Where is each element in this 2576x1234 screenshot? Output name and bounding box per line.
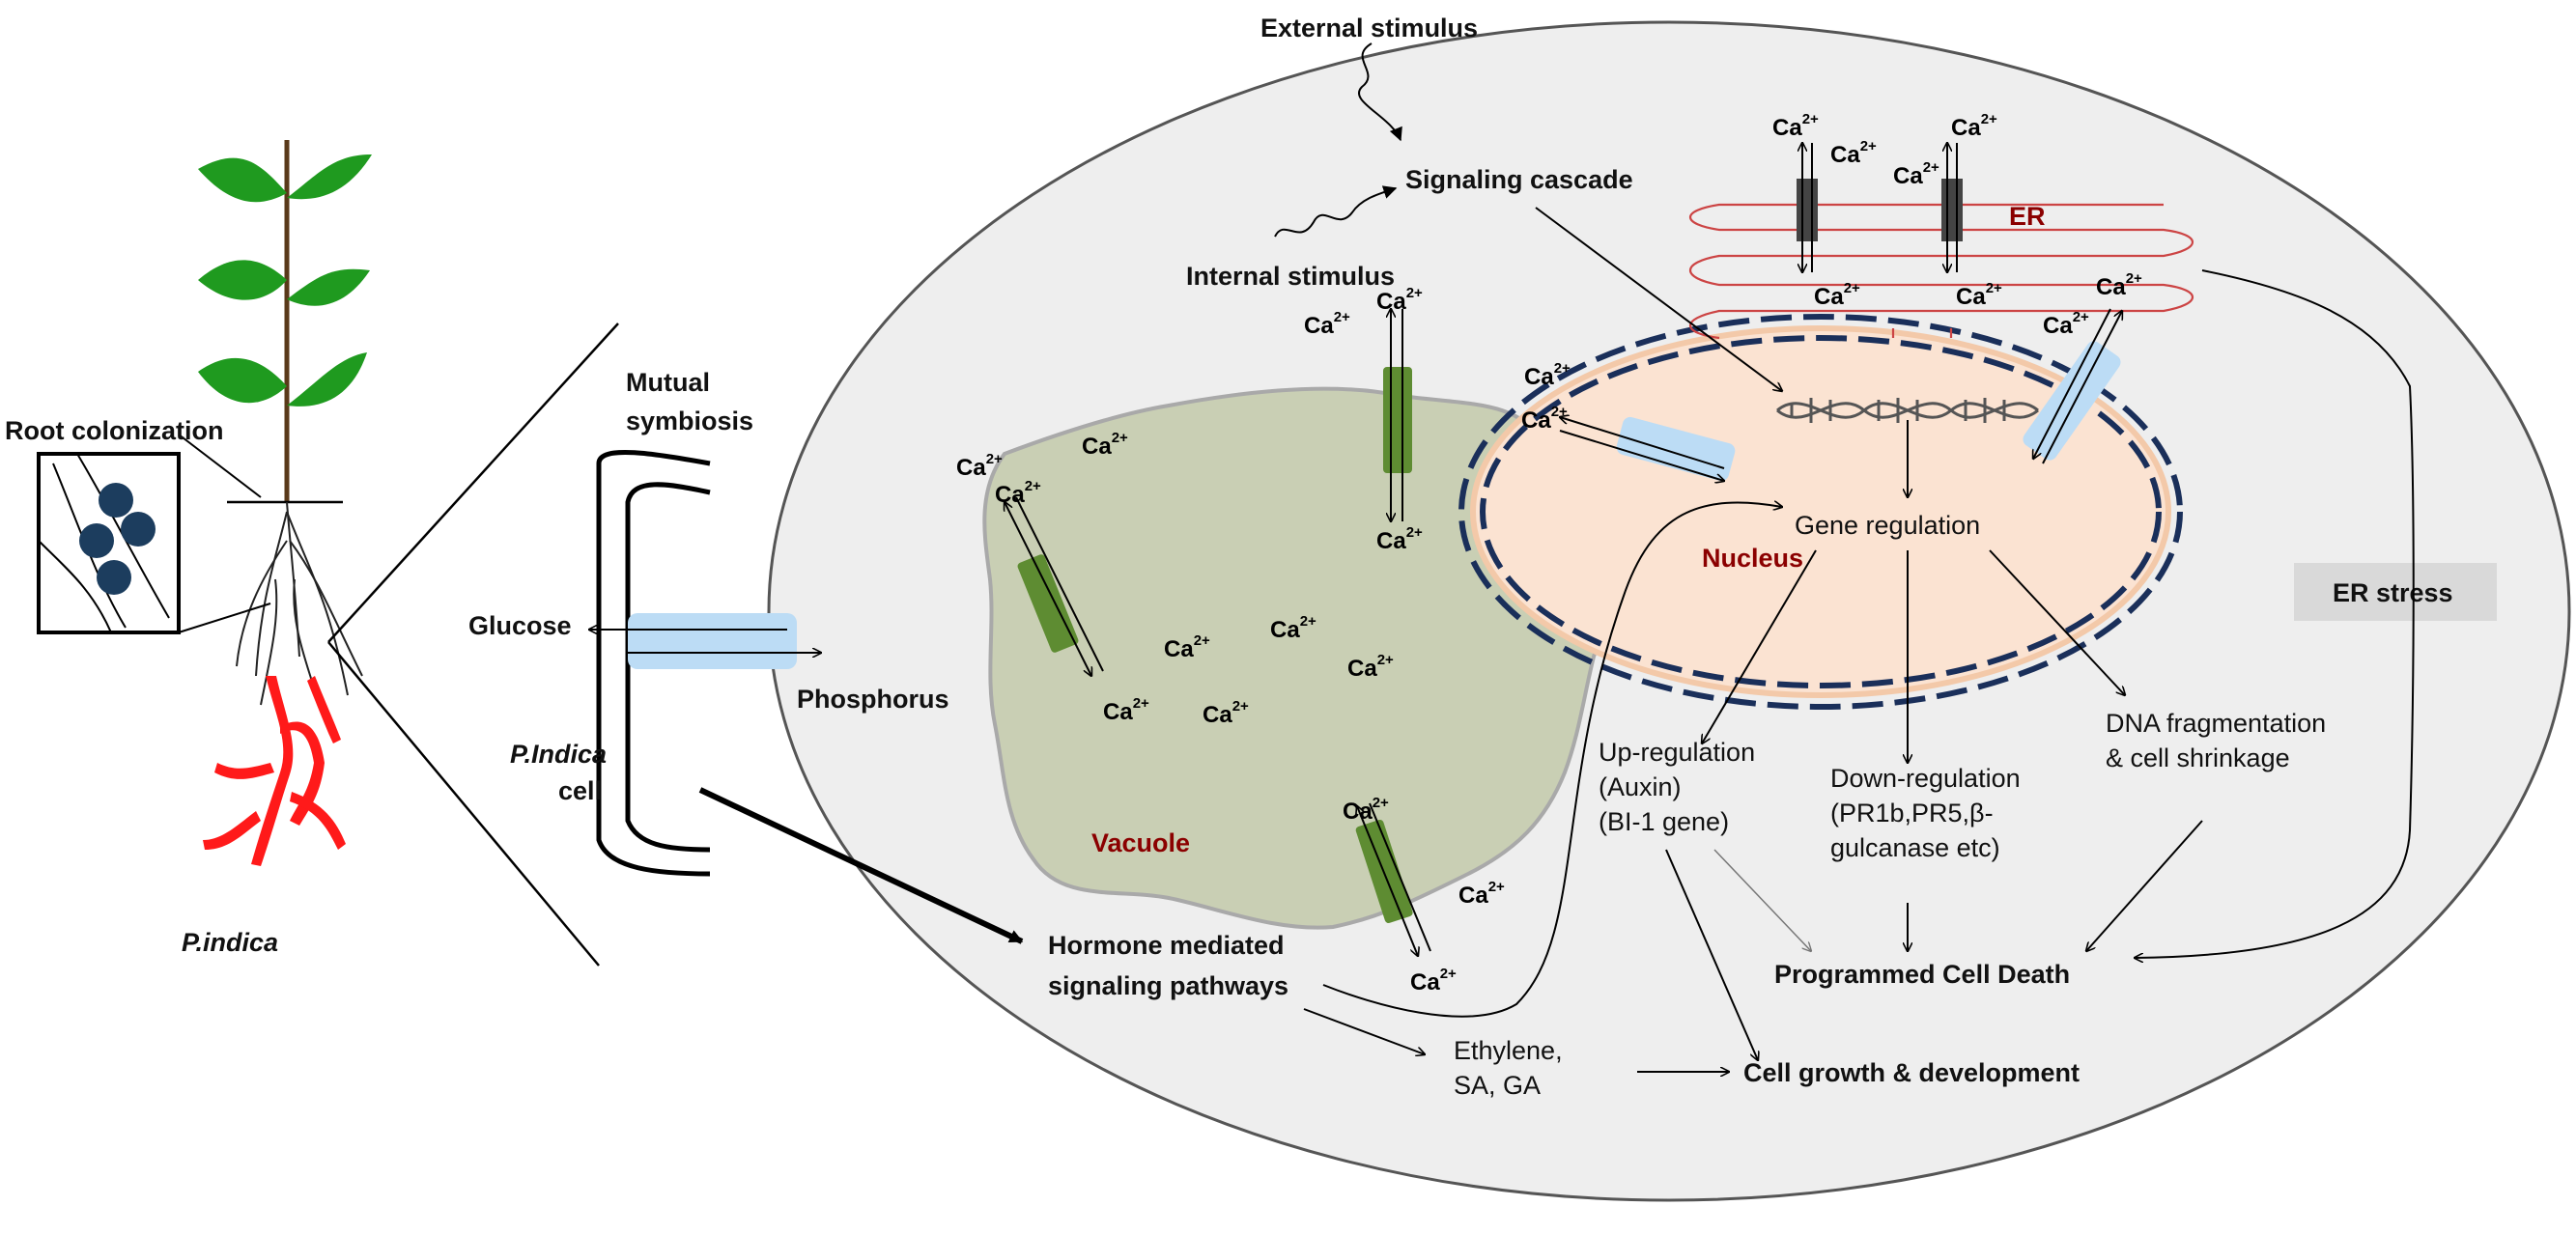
er-calcium-channel xyxy=(1797,143,1818,272)
calcium-ions: Ca2+ Ca2+ Ca2+ Ca2+ Ca2+ Ca2+ Ca2+ Ca2+ … xyxy=(956,111,2142,996)
nucleus-label: Nucleus xyxy=(1702,544,1803,573)
calcium-ion: Ca2+ xyxy=(1376,524,1423,554)
programmed-cell-death-label: Programmed Cell Death xyxy=(1774,960,2070,989)
downregulation-label: Down-regulation (PR1b,PR5,β- gulcanase e… xyxy=(1830,764,2027,862)
nucleus xyxy=(1458,314,2183,710)
endoplasmic-reticulum xyxy=(1688,203,2194,340)
zoom-line xyxy=(178,603,271,633)
nuclear-transporter-left xyxy=(1560,415,1736,483)
leaf xyxy=(198,357,287,404)
dna-helix xyxy=(1776,398,2039,423)
hormones-list-label: Ethylene, SA, GA xyxy=(1454,1036,1570,1100)
external-stimulus-label: External stimulus xyxy=(1260,14,1478,42)
cell-label: cell xyxy=(558,776,602,805)
calcium-ion: Ca2+ xyxy=(1164,632,1210,662)
glucose-label: Glucose xyxy=(468,611,572,640)
calcium-ion: Ca2+ xyxy=(1524,360,1571,390)
calcium-ion: Ca2+ xyxy=(1458,879,1505,909)
roots xyxy=(236,501,363,706)
signaling-cascade-label: Signaling cascade xyxy=(1405,165,1633,194)
mutual-symbiosis-label: Mutual xyxy=(626,368,710,397)
zoom-line xyxy=(178,434,262,498)
calcium-ion: Ca2+ xyxy=(2096,270,2142,300)
vacuole-calcium-channel xyxy=(1355,802,1431,956)
internal-stimulus-label: Internal stimulus xyxy=(1186,262,1395,291)
calcium-ion: Ca2+ xyxy=(1203,698,1249,728)
er-stress-box xyxy=(2294,563,2497,621)
zoom-line xyxy=(327,641,600,967)
nuclear-transporter-right xyxy=(2023,309,2123,464)
pathway-arrows xyxy=(1303,207,2415,1072)
fungus-hyphae xyxy=(203,676,346,866)
phosphorus-label: Phosphorus xyxy=(797,685,949,714)
leaf xyxy=(287,352,367,407)
hormone-label: Hormone mediated signaling pathways xyxy=(1048,931,1291,1000)
fungal-cell: Mutual symbiosis P.Indica cell xyxy=(327,323,753,967)
calcium-ion: Ca2+ xyxy=(2043,309,2089,339)
calcium-ion: Ca2+ xyxy=(1956,280,2002,310)
calcium-ion: Ca2+ xyxy=(1270,613,1316,643)
calcium-ion: Ca2+ xyxy=(1103,695,1149,725)
calcium-ion: Ca2+ xyxy=(1830,138,1877,168)
dna-fragmentation-label: DNA fragmentation & cell shrinkage xyxy=(2106,709,2334,772)
p-indica-cell-label: P.Indica xyxy=(510,740,607,769)
calcium-ion: Ca2+ xyxy=(1082,430,1128,460)
cell-growth-label: Cell growth & development xyxy=(1743,1058,2080,1087)
root-colonization-label: Root colonization xyxy=(5,416,223,445)
leaf xyxy=(198,260,287,300)
er-stress-label: ER stress xyxy=(2333,578,2453,607)
plant: Root colonization P.indica xyxy=(5,140,372,957)
calcium-ion: Ca2+ xyxy=(1304,309,1350,339)
fungal-cell-wall-inner xyxy=(625,482,711,853)
calcium-ion: Ca2+ xyxy=(1347,652,1394,682)
er-calcium-channel xyxy=(1941,143,1963,272)
weak-arrow xyxy=(1713,849,1811,951)
glucose-transporter xyxy=(589,613,821,669)
mutual-symbiosis-label: symbiosis xyxy=(626,407,753,435)
calcium-ion: Ca2+ xyxy=(1951,111,1997,141)
calcium-ion: Ca2+ xyxy=(1410,966,1457,996)
leaf xyxy=(287,268,370,306)
zoom-line xyxy=(327,323,619,643)
internal-stimulus-arrow xyxy=(1274,185,1398,238)
p-indica-label: P.indica xyxy=(182,928,278,957)
vacuole-calcium-channel xyxy=(1383,309,1412,521)
leaf xyxy=(198,157,287,203)
leaf xyxy=(287,154,372,200)
calcium-ion: Ca2+ xyxy=(1772,111,1819,141)
calcium-ion: Ca2+ xyxy=(1893,159,1939,189)
calcium-ion: Ca2+ xyxy=(995,478,1041,508)
fungal-cell-wall-outer xyxy=(596,449,711,877)
fungal-spores xyxy=(79,483,156,595)
hormone-arrow xyxy=(698,787,1024,944)
calcium-ion: Ca2+ xyxy=(1814,280,1860,310)
calcium-ion: Ca2+ xyxy=(956,451,1003,481)
upregulation-label: Up-regulation (Auxin) (BI-1 gene) xyxy=(1599,738,1763,836)
er-label: ER xyxy=(2009,202,2046,231)
vacuole-calcium-channel xyxy=(1005,496,1104,676)
external-stimulus-arrow xyxy=(1358,42,1402,142)
calcium-ion: Ca2+ xyxy=(1343,795,1389,825)
gene-regulation-label: Gene regulation xyxy=(1795,511,1980,540)
calcium-ion: Ca2+ xyxy=(1521,404,1568,434)
vacuole-label: Vacuole xyxy=(1091,828,1190,857)
calcium-ion: Ca2+ xyxy=(1376,285,1423,315)
